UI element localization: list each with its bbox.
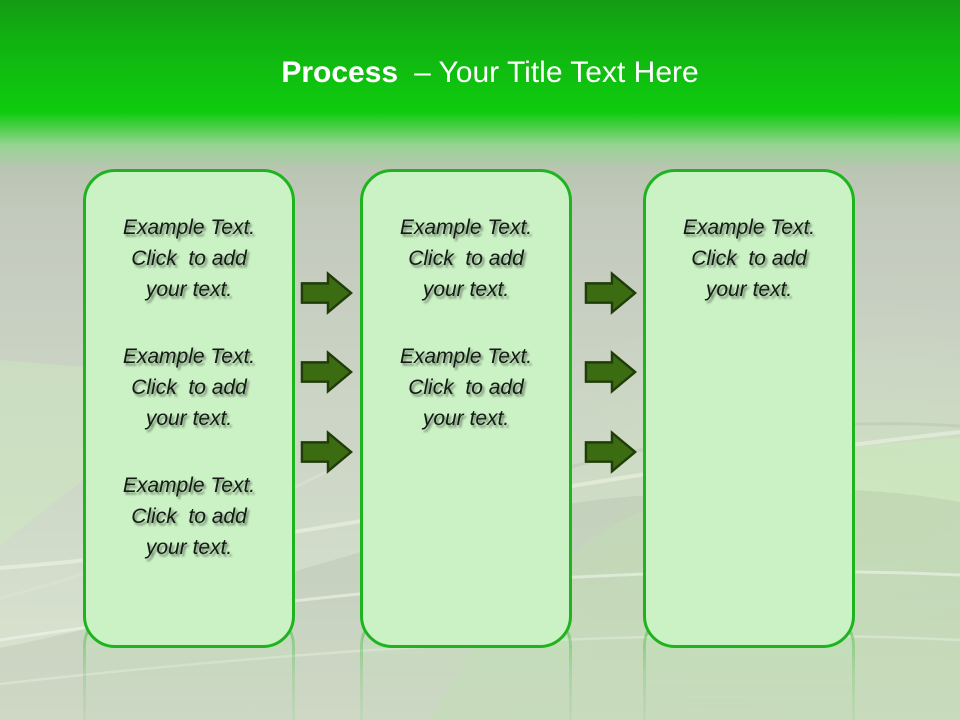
right-arrow-icon: [300, 350, 353, 394]
process-paragraph: Example Text. Click to add your text.: [122, 345, 256, 430]
right-arrow-icon: [584, 350, 637, 394]
process-paragraph: Example Text. Click to add your text.: [682, 216, 816, 301]
right-arrow-icon: [300, 430, 353, 474]
process-paragraph: Example Text. Click to add your text.: [399, 345, 533, 430]
process-paragraph: Example Text. Click to add your text.: [122, 474, 256, 559]
process-paragraph: Example Text. Click to add your text.: [122, 216, 256, 301]
slide-title-keyword: Process: [281, 56, 399, 89]
slide-title-subtitle: – Your Title Text Here: [414, 56, 699, 89]
right-arrow-icon: [584, 271, 637, 315]
right-arrow-icon: [300, 271, 353, 315]
slide-title: Process – Your Title Text Here: [10, 54, 960, 92]
process-box-3: Example Text. Click to add your text.: [643, 169, 855, 648]
process-box-2: Example Text. Click to add your text. Ex…: [360, 169, 572, 648]
process-paragraph: Example Text. Click to add your text.: [399, 216, 533, 301]
process-box-1: Example Text. Click to add your text. Ex…: [83, 169, 295, 648]
right-arrow-icon: [584, 430, 637, 474]
